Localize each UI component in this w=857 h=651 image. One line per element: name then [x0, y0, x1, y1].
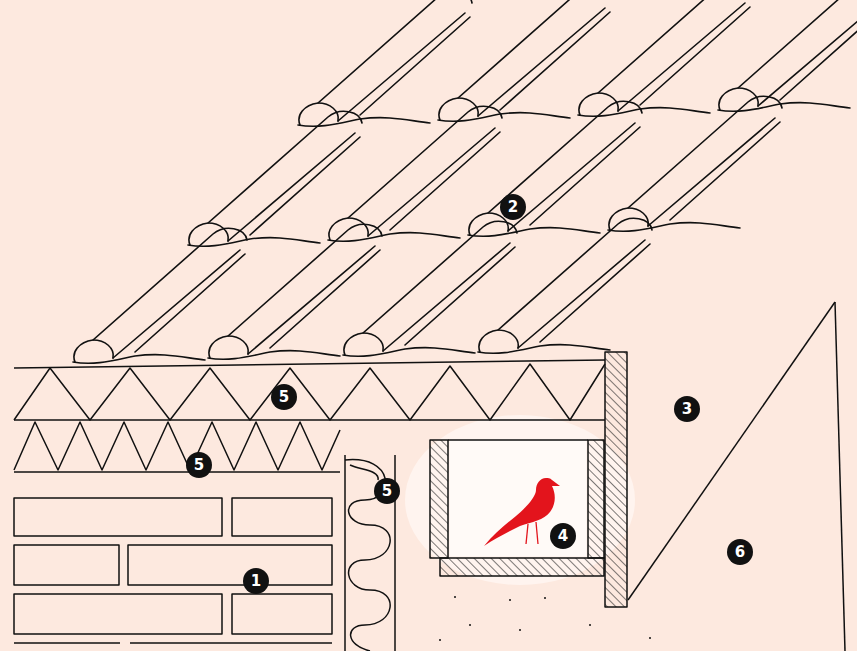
callout-number: 3 — [674, 396, 700, 422]
callout-number: 5 — [186, 452, 212, 478]
callout-number: 6 — [727, 539, 753, 565]
callout-number: 5 — [374, 478, 400, 504]
glow — [405, 415, 635, 585]
callout-number: 2 — [500, 194, 526, 220]
tile-rows — [73, 0, 857, 363]
callout-number: 5 — [271, 384, 297, 410]
callout-number: 1 — [243, 568, 269, 594]
bird-legs — [526, 522, 538, 544]
callout-number: 4 — [550, 523, 576, 549]
dust-dots — [439, 596, 651, 641]
roof-section — [14, 302, 845, 651]
bird — [484, 478, 560, 546]
